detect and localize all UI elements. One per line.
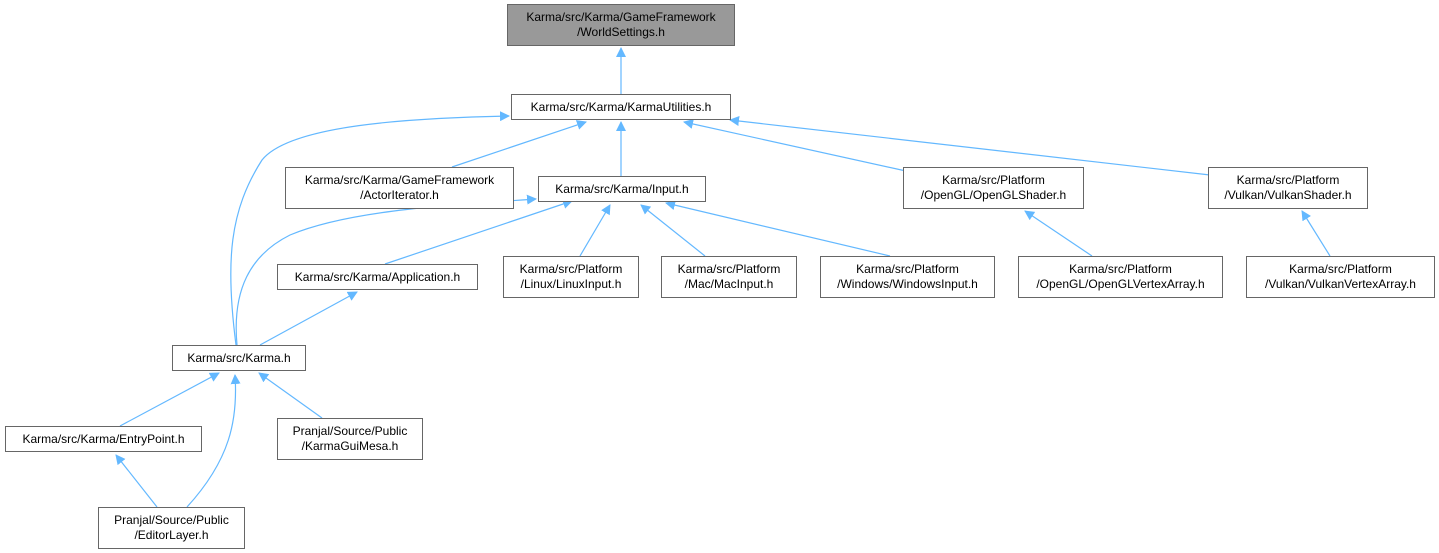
- node-karmaguimesa-line-2: /KarmaGuiMesa.h: [301, 439, 399, 453]
- node-windowsinput-line-2: /Windows/WindowsInput.h: [837, 277, 978, 291]
- node-vulkanvertexarray[interactable]: Karma/src/Platform /Vulkan/VulkanVertexA…: [1246, 256, 1435, 298]
- node-input-line-1: Karma/src/Karma/Input.h: [555, 181, 689, 196]
- edge-vulkanshader-to-karmautilities: [729, 116, 1211, 176]
- edge-karma-to-application: [259, 291, 358, 346]
- node-worldsettings-line-1: Karma/src/Karma/GameFramework: [526, 10, 716, 24]
- node-vulkanvertexarray-line-2: /Vulkan/VulkanVertexArray.h: [1265, 277, 1416, 291]
- node-input[interactable]: Karma/src/Karma/Input.h: [538, 176, 706, 202]
- node-openglshader-line-1: Karma/src/Platform: [942, 173, 1045, 187]
- node-worldsettings-line-2: /WorldSettings.h: [577, 25, 665, 39]
- node-karma-line-1: Karma/src/Karma.h: [187, 350, 291, 365]
- node-macinput[interactable]: Karma/src/Platform /Mac/MacInput.h: [661, 256, 797, 298]
- edge-editorlayer-to-entrypoint: [115, 454, 158, 508]
- edge-editorlayer-to-karma: [186, 374, 241, 508]
- edge-windowsinput-to-input: [665, 200, 891, 257]
- node-linuxinput-line-2: /Linux/LinuxInput.h: [520, 277, 622, 291]
- node-application-line-1: Karma/src/Karma/Application.h: [294, 269, 461, 284]
- node-editorlayer[interactable]: Pranjal/Source/Public /EditorLayer.h: [98, 507, 245, 549]
- edge-macinput-to-input: [640, 204, 706, 257]
- node-openglvertexarray[interactable]: Karma/src/Platform /OpenGL/OpenGLVertexA…: [1018, 256, 1223, 298]
- edge-application-to-input: [384, 199, 573, 265]
- edge-vulkanvertexarray-to-vulkanshader: [1301, 210, 1331, 257]
- node-editorlayer-line-1: Pranjal/Source/Public: [114, 513, 229, 527]
- node-vulkanvertexarray-line-1: Karma/src/Platform: [1289, 262, 1392, 276]
- node-editorlayer-line-2: /EditorLayer.h: [134, 528, 209, 542]
- node-openglshader[interactable]: Karma/src/Platform /OpenGL/OpenGLShader.…: [903, 167, 1084, 209]
- node-actoriterator-line-2: /ActorIterator.h: [360, 188, 439, 202]
- node-entrypoint-line-1: Karma/src/Karma/EntryPoint.h: [22, 431, 185, 446]
- node-vulkanshader[interactable]: Karma/src/Platform /Vulkan/VulkanShader.…: [1208, 167, 1368, 209]
- node-openglshader-line-2: /OpenGL/OpenGLShader.h: [920, 188, 1067, 202]
- edge-openglvertexarray-to-openglshader: [1024, 210, 1093, 257]
- edge-karma-to-karmautilities: [230, 111, 510, 346]
- edge-linuxinput-to-input: [579, 204, 611, 257]
- node-linuxinput[interactable]: Karma/src/Platform /Linux/LinuxInput.h: [503, 256, 639, 298]
- edge-karmaguimesa-to-karma: [258, 372, 323, 419]
- node-openglvertexarray-line-2: /OpenGL/OpenGLVertexArray.h: [1036, 277, 1205, 291]
- node-vulkanshader-line-1: Karma/src/Platform: [1236, 173, 1340, 187]
- node-windowsinput[interactable]: Karma/src/Platform /Windows/WindowsInput…: [820, 256, 995, 298]
- node-karma[interactable]: Karma/src/Karma.h: [172, 345, 306, 371]
- node-actoriterator[interactable]: Karma/src/Karma/GameFramework /ActorIter…: [285, 167, 514, 209]
- node-windowsinput-line-1: Karma/src/Platform: [856, 262, 959, 276]
- node-entrypoint[interactable]: Karma/src/Karma/EntryPoint.h: [5, 426, 202, 452]
- edge-entrypoint-to-karma: [119, 372, 220, 427]
- node-karmautilities-line-1: Karma/src/Karma/KarmaUtilities.h: [530, 99, 712, 114]
- node-openglvertexarray-line-1: Karma/src/Platform: [1069, 262, 1172, 276]
- edge-openglshader-to-karmautilities: [683, 119, 907, 172]
- node-karmaguimesa[interactable]: Pranjal/Source/Public /KarmaGuiMesa.h: [277, 418, 423, 460]
- node-vulkanshader-line-2: /Vulkan/VulkanShader.h: [1224, 188, 1352, 202]
- edge-actoriterator-to-karmautilities: [451, 120, 587, 168]
- node-karmautilities[interactable]: Karma/src/Karma/KarmaUtilities.h: [511, 94, 731, 120]
- node-macinput-line-2: /Mac/MacInput.h: [684, 277, 774, 291]
- node-karmaguimesa-line-1: Pranjal/Source/Public: [292, 424, 408, 438]
- node-worldsettings[interactable]: Karma/src/Karma/GameFramework /WorldSett…: [507, 4, 735, 46]
- node-linuxinput-line-1: Karma/src/Platform: [519, 262, 623, 276]
- node-actoriterator-line-1: Karma/src/Karma/GameFramework: [304, 173, 495, 187]
- node-application[interactable]: Karma/src/Karma/Application.h: [277, 264, 478, 290]
- node-macinput-line-1: Karma/src/Platform: [677, 262, 781, 276]
